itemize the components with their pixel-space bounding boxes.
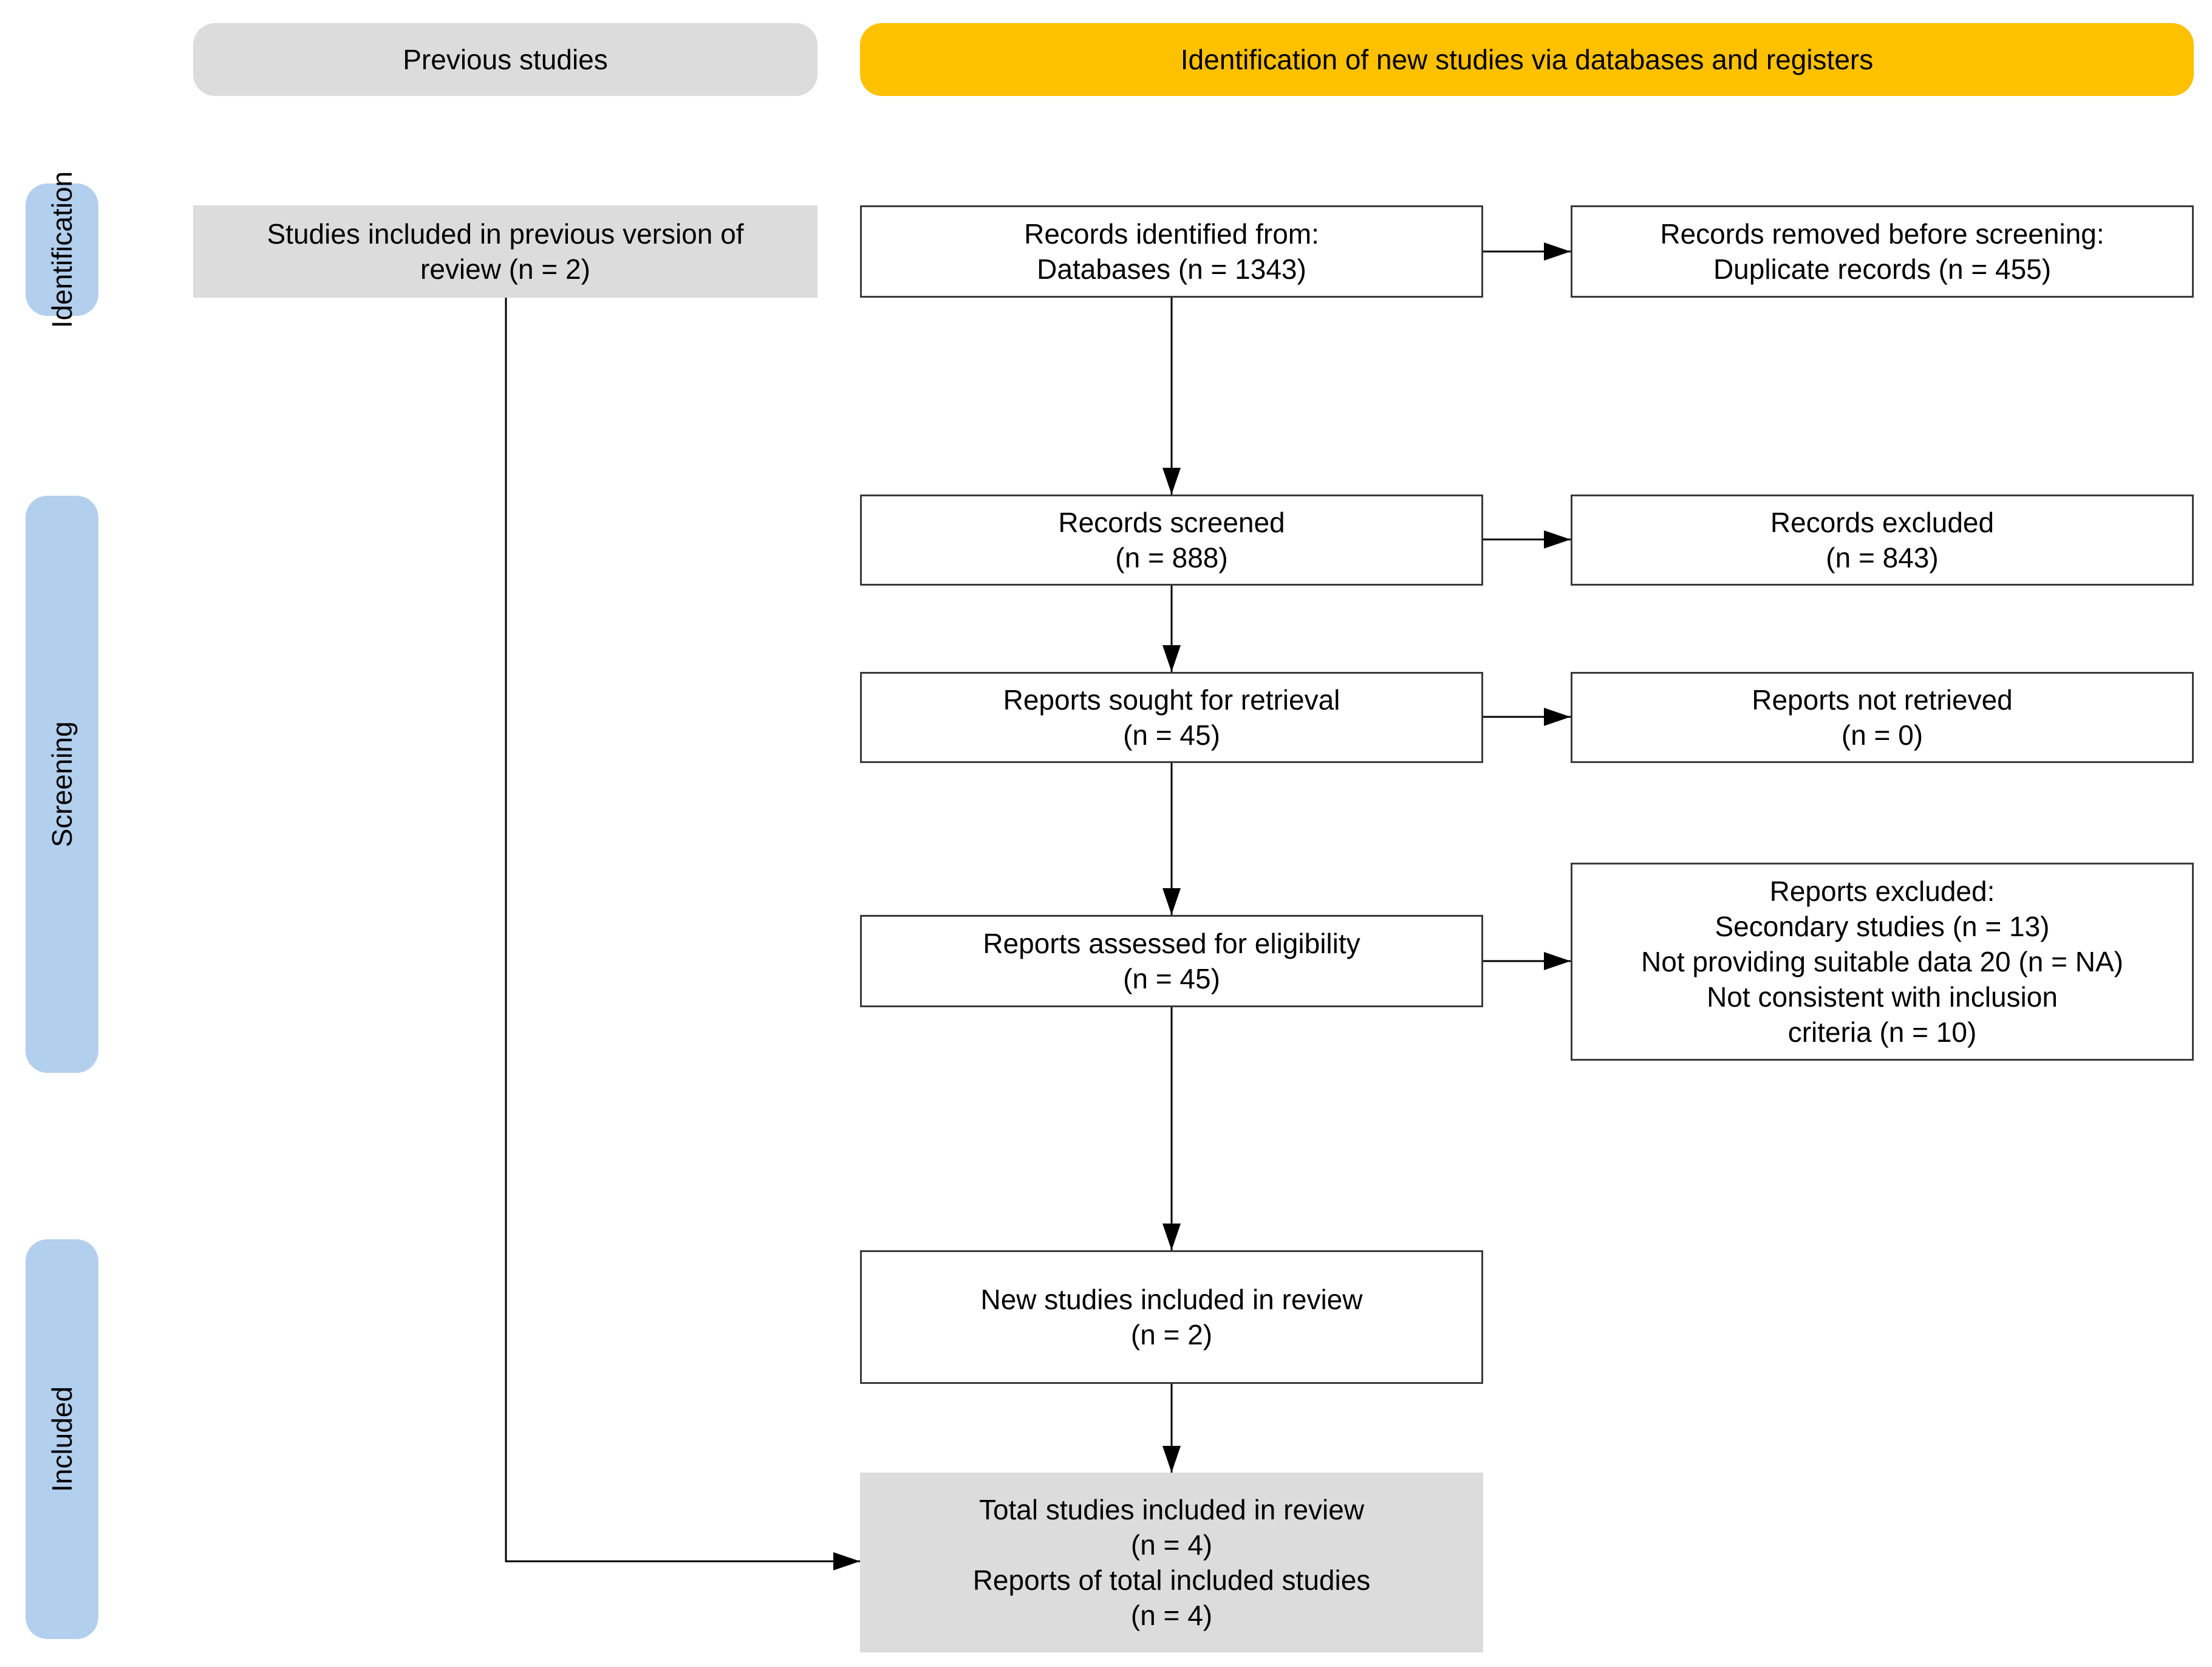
arrow-previous-to-total [505,298,860,1570]
reports-assessed-box: Reports assessed for eligibility (n = 45… [860,915,1483,1007]
reports-not-retrieved-line1: Reports not retrieved [1752,684,2013,716]
records-excluded-line1: Records excluded [1770,507,1995,538]
reports-excluded-box: Reports excluded: Secondary studies (n =… [1571,863,2194,1061]
previous-studies-header-text: Previous studies [403,44,608,75]
reports-excluded-line3: Not providing suitable data 20 (n = NA) [1641,946,2123,977]
phase-identification: Identification [26,171,98,328]
new-studies-header: Identification of new studies via databa… [860,23,2194,96]
records-identified-line2: Databases (n = 1343) [1037,253,1306,285]
new-studies-included-line1: New studies included in review [980,1284,1363,1315]
phase-screening: Screening [26,496,98,1073]
records-excluded-box: Records excluded (n = 843) [1571,495,2194,586]
reports-excluded-line5: criteria (n = 10) [1787,1016,1977,1048]
records-removed-line2: Duplicate records (n = 455) [1713,253,2052,285]
previous-studies-line1: Studies included in previous version of [267,218,744,250]
new-studies-included-line2: (n = 2) [1130,1319,1213,1350]
phase-included: Included [26,1239,98,1639]
total-studies-line3: Reports of total included studies [972,1564,1371,1596]
records-screened-line1: Records screened [1058,507,1285,538]
total-studies-box: Total studies included in review (n = 4)… [860,1473,1483,1652]
previous-studies-line2: review (n = 2) [420,253,590,285]
reports-sought-box: Reports sought for retrieval (n = 45) [860,672,1483,763]
reports-not-retrieved-box: Reports not retrieved (n = 0) [1571,672,2194,763]
reports-excluded-line1: Reports excluded: [1769,875,1995,907]
previous-studies-header: Previous studies [193,23,818,96]
total-studies-line1: Total studies included in review [978,1494,1365,1525]
records-removed-line1: Records removed before screening: [1660,218,2104,250]
phase-included-label: Included [46,1386,78,1492]
total-studies-line4: (n = 4) [1130,1600,1213,1631]
reports-sought-line2: (n = 45) [1123,719,1220,751]
reports-sought-line1: Reports sought for retrieval [1003,684,1340,716]
records-identified-line1: Records identified from: [1024,218,1319,250]
records-screened-line2: (n = 888) [1115,542,1228,573]
records-excluded-line2: (n = 843) [1826,542,1939,573]
reports-excluded-line2: Secondary studies (n = 13) [1715,911,2050,942]
total-studies-line2: (n = 4) [1130,1529,1213,1561]
reports-assessed-line1: Reports assessed for eligibility [983,928,1360,959]
new-studies-included-box: New studies included in review (n = 2) [860,1250,1483,1384]
records-screened-box: Records screened (n = 888) [860,495,1483,586]
reports-excluded-line4: Not consistent with inclusion [1707,981,2058,1013]
new-studies-header-text: Identification of new studies via databa… [1180,44,1874,75]
records-removed-box: Records removed before screening: Duplic… [1571,205,2194,298]
phase-screening-label: Screening [46,721,78,847]
phase-identification-label: Identification [46,171,78,329]
previous-studies-box: Studies included in previous version of … [193,205,818,298]
reports-not-retrieved-line2: (n = 0) [1841,719,1924,751]
records-identified-box: Records identified from: Databases (n = … [860,205,1483,298]
reports-assessed-line2: (n = 45) [1123,963,1220,994]
